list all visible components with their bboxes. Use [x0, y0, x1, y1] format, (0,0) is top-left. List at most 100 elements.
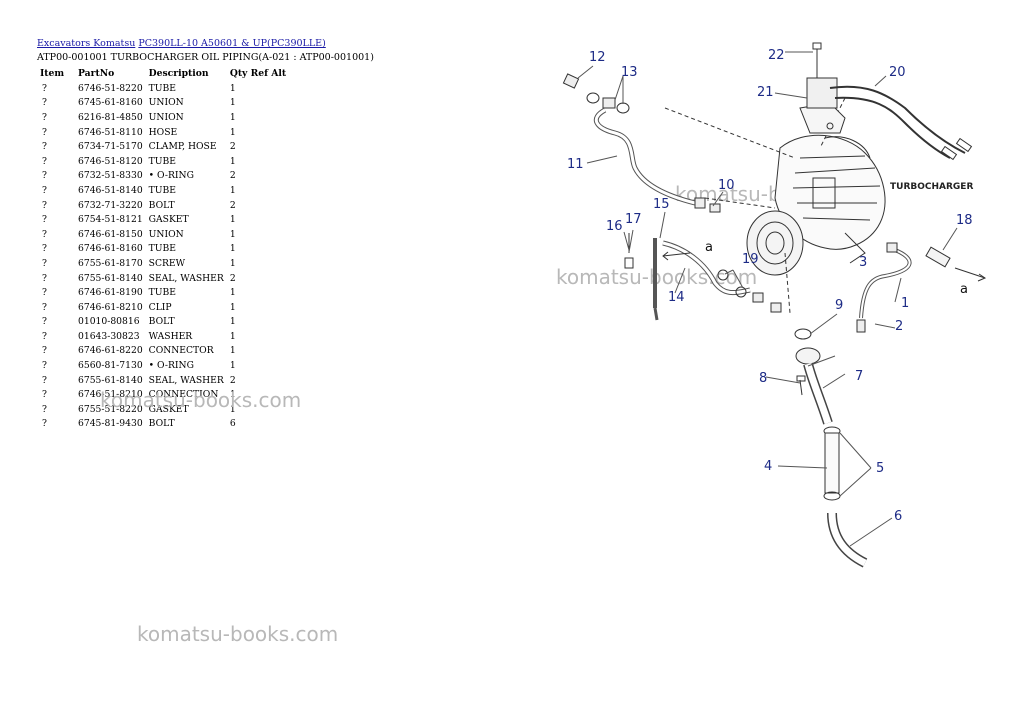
part-description: TUBE	[148, 243, 177, 255]
part-description: UNION	[148, 97, 184, 109]
callout-7: 7	[855, 369, 863, 384]
col-alt: Alt	[271, 68, 287, 79]
part-number: 6746-61-8190	[78, 287, 143, 299]
part-description: HOSE	[148, 126, 178, 138]
part-number: 6745-61-8160	[78, 97, 143, 109]
callout-19: 19	[742, 252, 759, 267]
part-description: SCREW	[148, 257, 186, 269]
part-item: ?	[42, 345, 47, 357]
part-item: ?	[42, 170, 47, 182]
part-item: ?	[42, 403, 47, 415]
part-number: 6746-51-8220	[78, 82, 143, 94]
parts-diagram: 12 13 22 20 21 11 10 15 16 17 14 19 18 3…	[562, 42, 987, 568]
connection-7-inner	[804, 363, 832, 425]
part-item: ?	[42, 228, 47, 240]
part-item: ?	[42, 301, 47, 313]
hose-20-fitting	[955, 137, 973, 153]
part-qty: 1	[229, 257, 236, 269]
part-description: BOLT	[148, 199, 175, 211]
leader-line	[664, 107, 796, 159]
callout-22: 22	[768, 48, 785, 63]
part-item: ?	[42, 374, 47, 386]
part-number: 6746-61-8210	[78, 301, 143, 313]
part-item: ?	[42, 97, 47, 109]
callout-4: 4	[764, 459, 772, 474]
flange-7	[795, 347, 821, 365]
union-2-drawing	[856, 319, 866, 333]
part-number: 6755-51-8220	[78, 403, 143, 415]
union-12-drawing	[562, 73, 580, 89]
col-qty-ref-alt: Qty Ref Alt	[227, 66, 289, 81]
tube-14-inner	[662, 241, 751, 295]
part-number: 6732-71-3220	[78, 199, 143, 211]
part-qty: 1	[229, 97, 236, 109]
col-ref: Ref	[250, 68, 269, 79]
part-qty: 1	[229, 111, 236, 123]
part-description: UNION	[148, 111, 184, 123]
bolt-8-drawing	[799, 379, 803, 396]
callout-21: 21	[757, 85, 774, 100]
part-qty: 1	[229, 301, 236, 313]
part-qty: 6	[229, 418, 236, 430]
part-number: 6755-61-8140	[78, 272, 143, 284]
tube-6-inner	[828, 512, 867, 567]
part-number: 6746-51-8110	[78, 126, 143, 138]
o-ring-19	[717, 269, 729, 281]
bracket-21-drawing	[799, 77, 846, 134]
part-number: 6745-81-9430	[78, 418, 143, 430]
tube-15-end	[653, 307, 659, 321]
hose-4-drawing	[824, 432, 840, 494]
watermark: komatsu-books.com	[137, 622, 339, 646]
bolt-part	[770, 302, 782, 313]
hose-20-drawing	[829, 85, 966, 154]
fitting-10	[694, 197, 706, 209]
part-number: 6746-51-8120	[78, 155, 143, 167]
part-number: 01643-30823	[78, 330, 140, 342]
callout-11: 11	[567, 157, 584, 172]
arrow-a-head	[977, 273, 987, 282]
arrow-a	[954, 267, 986, 279]
hose-20-drawing	[834, 96, 951, 159]
callout-17: 17	[625, 212, 642, 227]
part-number: 6216-81-4850	[78, 111, 143, 123]
bolt-22-drawing	[812, 42, 822, 78]
part-description: CLIP	[148, 301, 172, 313]
o-ring-13	[616, 102, 630, 114]
part-item: ?	[42, 141, 47, 153]
part-number: 6755-61-8140	[78, 374, 143, 386]
screw-16	[624, 257, 634, 269]
callout-14: 14	[668, 290, 685, 305]
part-number: 6732-51-8330	[78, 170, 143, 182]
part-item: ?	[42, 316, 47, 328]
part-item: ?	[42, 111, 47, 123]
breadcrumb-link-excavators[interactable]: Excavators Komatsu	[37, 38, 136, 49]
callout-16: 16	[606, 219, 623, 234]
part-number: 01010-80816	[78, 316, 140, 328]
turbocharger-label: TURBOCHARGER	[890, 182, 973, 192]
part-item: ?	[42, 155, 47, 167]
part-number: 6746-51-8210	[78, 389, 143, 401]
part-description: SEAL, WASHER	[148, 272, 224, 284]
union-fitting	[602, 97, 616, 109]
part-description: CONNECTION	[148, 389, 219, 401]
part-description: UNION	[148, 228, 184, 240]
part-description: TUBE	[148, 287, 177, 299]
callout-20: 20	[889, 65, 906, 80]
bolt-part	[752, 292, 764, 303]
part-qty: 1	[229, 345, 236, 357]
part-number: 6746-61-8160	[78, 243, 143, 255]
part-item: ?	[42, 418, 47, 430]
breadcrumb-link-model[interactable]: PC390LL-10 A50601 & UP(PC390LLE)	[138, 38, 326, 49]
